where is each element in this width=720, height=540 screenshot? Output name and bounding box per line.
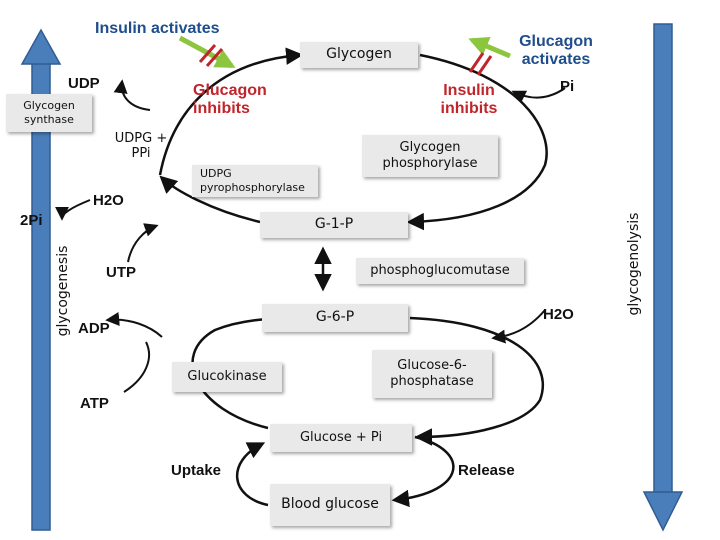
glycogenolysis-arc — [406, 53, 548, 231]
glycogen-box: Glycogen — [300, 42, 418, 68]
g1p-box: G-1-P — [260, 212, 408, 238]
udpg-arc — [159, 175, 261, 224]
uptake-label: Uptake — [171, 462, 222, 479]
adp-arrow — [105, 312, 163, 338]
h2o-right-label: H2O — [543, 306, 574, 323]
glycogen-synthesis-arc — [158, 47, 304, 176]
release-label: Release — [458, 462, 515, 479]
udp-arrow — [113, 79, 151, 111]
atp-arrow — [123, 341, 150, 393]
insulin-inhibits-label: Insulin inhibits — [440, 82, 498, 118]
insulin-activates-label: Insulin activates — [95, 20, 220, 37]
glucagon-inhibits-label: Glucagon inhibits — [193, 82, 267, 118]
atp-label: ATP — [80, 395, 109, 412]
pi-label: Pi — [560, 78, 575, 95]
udpg-pyrophosphorylase-box: UDPG pyrophosphorylase — [192, 165, 318, 197]
utp-arrow — [127, 223, 159, 263]
h2o-2pi-arrow — [55, 199, 91, 221]
glucose-pi-box: Glucose + Pi — [270, 424, 412, 452]
glucagon-activate-arrow — [468, 36, 511, 59]
glycogenesis-label: glycogenesis — [55, 245, 71, 337]
glycogen-phosphorylase-box: Glycogen phosphorylase — [362, 135, 498, 177]
glucokinase-box: Glucokinase — [172, 362, 282, 392]
pi-arrow — [511, 87, 566, 104]
h2o-right-arrow — [491, 309, 546, 344]
glucose-6-phosphatase-box: Glucose-6-phosphatase — [372, 350, 492, 398]
g6p-to-glucose-arc — [409, 316, 545, 446]
g6p-box: G-6-P — [262, 304, 408, 332]
h2o-left-label: H2O — [93, 192, 124, 209]
insulin-inhibit-mark — [468, 52, 493, 76]
glycogenolysis-label: glycogenolysis — [626, 212, 642, 316]
glycogen-synthase-box: Glycogen synthase — [6, 94, 92, 132]
insulin-activate-arrow — [178, 35, 236, 69]
phosphoglucomutase-box: phosphoglucomutase — [356, 258, 524, 284]
glycogenolysis-arrow — [642, 23, 684, 532]
uptake-arc — [235, 442, 269, 507]
utp-label: UTP — [106, 264, 136, 281]
glycogenesis-arrow — [20, 28, 62, 531]
glucagon-inhibit-mark — [198, 44, 224, 67]
udpg-ppi-label: UDPG + PPi — [114, 131, 168, 161]
glucagon-activates-label: Glucagon activates — [519, 33, 593, 69]
2pi-label: 2Pi — [20, 212, 43, 229]
release-arc — [391, 435, 455, 508]
adp-label: ADP — [78, 320, 110, 337]
blood-glucose-box: Blood glucose — [270, 484, 390, 526]
udp-label: UDP — [68, 75, 100, 92]
